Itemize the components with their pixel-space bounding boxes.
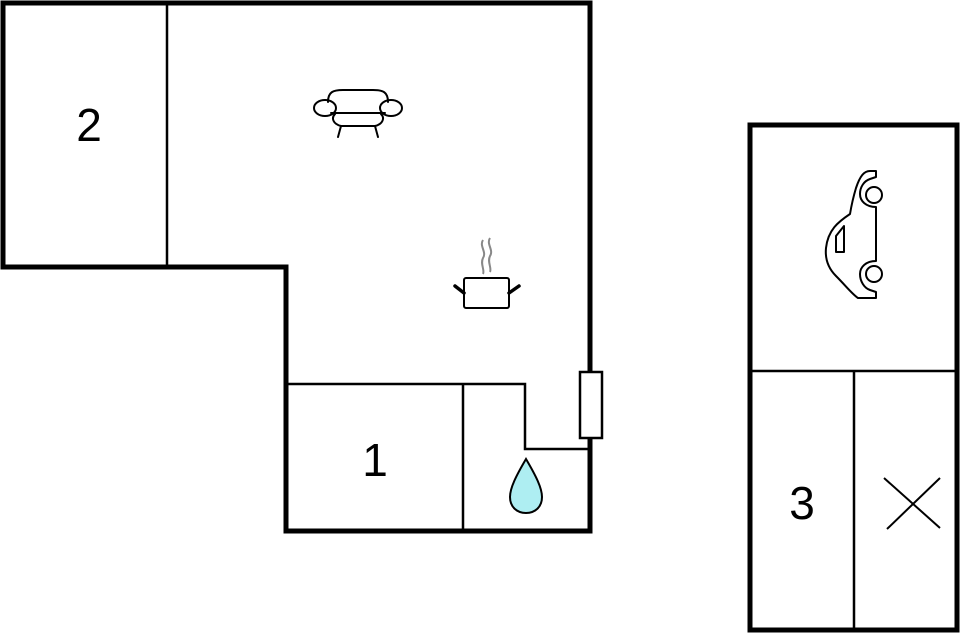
main-building-outline (0, 0, 593, 534)
room-label-2: 2 (76, 99, 102, 151)
car-icon (824, 170, 883, 299)
water-drop-icon (508, 457, 544, 515)
fireplace-icon (578, 370, 604, 440)
cooking-pot-icon (453, 237, 521, 309)
cross-icon (883, 477, 941, 530)
room-label-1: 1 (362, 434, 388, 486)
room-label-3: 3 (789, 477, 815, 529)
wall-bedroom1-top (286, 382, 590, 451)
sofa-icon (313, 89, 403, 138)
